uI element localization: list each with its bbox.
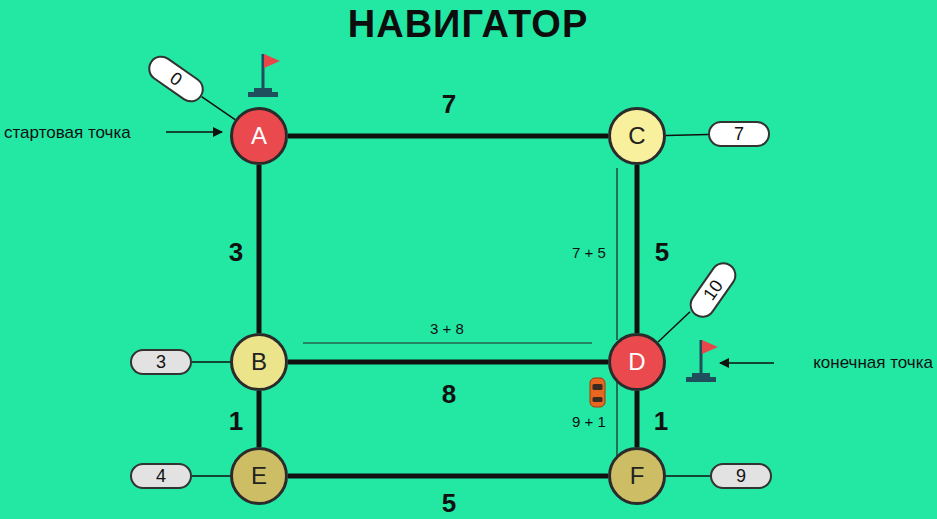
route-sum: 9 + 1: [572, 413, 606, 430]
node-circle: B: [230, 333, 288, 391]
edge-weight: 1: [229, 406, 243, 437]
edge-weight: 3: [229, 237, 243, 268]
value-pill: 9: [710, 463, 772, 489]
value-pill: 0: [143, 51, 209, 108]
leader-line: [192, 361, 230, 363]
node-letter: C: [628, 122, 645, 150]
route-sum: 7 + 5: [572, 244, 606, 261]
road: [635, 391, 640, 447]
route-line: [616, 168, 617, 340]
node-letter: E: [251, 462, 267, 490]
value-pill: 10: [685, 257, 742, 323]
route-sum: 3 + 8: [430, 320, 464, 337]
distance-value: 7: [734, 124, 744, 145]
node-circle: D: [608, 333, 666, 391]
start-flag: [248, 54, 280, 97]
value-pill: 4: [130, 463, 192, 489]
edge-weight: 1: [654, 406, 668, 437]
edge-weight: 5: [655, 237, 669, 268]
pointer-label: конечная точка: [813, 353, 933, 373]
distance-value: 10: [699, 276, 728, 304]
edge-weight: 8: [442, 379, 456, 410]
leader-line: [192, 475, 230, 477]
leader-line: [202, 97, 236, 120]
leader-line: [666, 475, 710, 477]
title: НАВИГАТОР: [348, 3, 589, 46]
leader-line: [658, 312, 690, 342]
node-circle: A: [230, 107, 288, 165]
node-circle: C: [608, 107, 666, 165]
value-pill: 3: [130, 349, 192, 375]
pointer-arrow: [166, 131, 222, 132]
road: [257, 391, 262, 447]
node-circle: E: [230, 447, 288, 505]
end-flag: [686, 340, 718, 382]
pointer-arrow: [720, 362, 774, 363]
node-circle: F: [608, 447, 666, 505]
road: [635, 165, 640, 333]
distance-value: 9: [736, 466, 746, 487]
node-letter: B: [251, 348, 267, 376]
pointer-label: стартовая точка: [4, 123, 131, 143]
distance-value: 4: [156, 466, 166, 487]
road: [257, 165, 262, 333]
leader-line: [666, 134, 708, 136]
edge-weight: 5: [442, 488, 456, 519]
road: [288, 134, 608, 139]
value-pill: 7: [708, 121, 770, 147]
distance-value: 3: [156, 352, 166, 373]
edge-weight: 7: [442, 89, 456, 120]
road: [288, 474, 608, 479]
distance-value: 0: [166, 68, 186, 91]
node-letter: F: [630, 462, 645, 490]
road: [288, 360, 608, 365]
node-letter: D: [628, 348, 645, 376]
node-letter: A: [251, 122, 267, 150]
car-icon: [590, 378, 605, 407]
route-line: [303, 342, 592, 343]
